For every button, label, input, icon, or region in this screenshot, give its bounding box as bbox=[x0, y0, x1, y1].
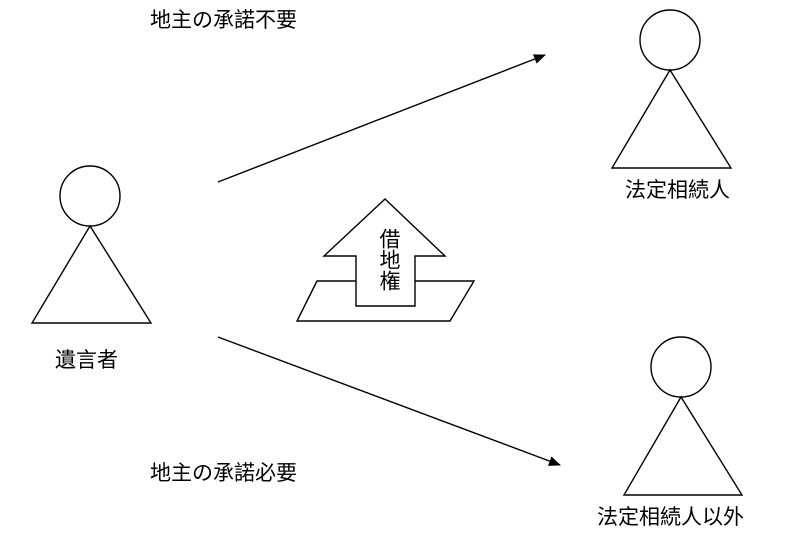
arrow-to-non-heir bbox=[217, 336, 561, 466]
upward-arrow-icon bbox=[322, 198, 447, 307]
testator-body bbox=[30, 224, 153, 324]
heir-figure bbox=[610, 9, 733, 169]
non-heir-body bbox=[622, 395, 744, 496]
heir-head bbox=[639, 9, 701, 71]
landlord-consent-required-label: 地主の承諾必要 bbox=[150, 461, 297, 485]
testator-head bbox=[59, 165, 121, 227]
leasehold-right-label: 借地権 bbox=[377, 228, 401, 291]
arrow-to-heir bbox=[217, 54, 546, 183]
landlord-consent-not-required-label: 地主の承諾不要 bbox=[150, 8, 297, 32]
non-legal-heir-label: 法定相続人以外 bbox=[597, 505, 744, 529]
legal-heir-label: 法定相続人 bbox=[625, 178, 730, 202]
testator-label: 遺言者 bbox=[55, 348, 118, 372]
testator-figure bbox=[30, 165, 153, 324]
heir-body bbox=[610, 68, 733, 169]
non-heir-head bbox=[650, 336, 712, 398]
non-heir-figure bbox=[622, 336, 744, 496]
